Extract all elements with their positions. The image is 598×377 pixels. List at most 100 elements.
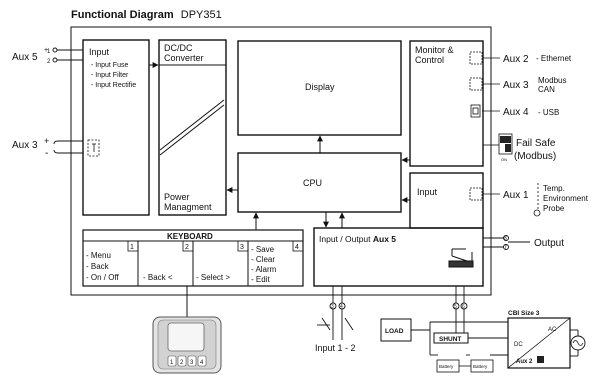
cbi-title: CBI Size 3 [508,310,540,317]
shunt-label: SHUNT [439,336,461,343]
io-aux5-block [313,227,484,287]
monitor-control-block [409,40,484,167]
input-filter-icon [87,139,100,157]
aux3-right-desc-1: Modbus [538,76,566,85]
input-right-block [409,172,484,229]
input-item-fuse: - Input Fuse [91,62,128,69]
key-3-line-1: - Select > [196,273,230,282]
panel-key-2: 2 [180,360,184,366]
io-aux5-label: Input / Output Aux 5 [319,234,396,244]
key-4-line-3: - Alarm [251,265,277,274]
battery-2-label: Battery [473,364,488,369]
input-item-filter: - Input Filter [91,72,129,79]
dcdc-label-1: DC/DC [164,43,193,53]
aux5-left-label: Aux 5 [12,52,38,63]
load-label: LOAD [385,328,404,335]
keyboard-title: KEYBOARD [167,232,213,241]
out-pin-6: 6 [462,304,465,310]
circuit-wires [429,318,508,356]
aux4-label: Aux 4 [503,107,529,118]
aux3-left-terminals [53,140,83,154]
key-1-number: 1 [130,244,134,251]
ethernet-port-icon [469,51,483,65]
relay-icon [448,248,474,268]
output-terminals [483,235,530,250]
temp-probe-port-icon [469,187,483,201]
output-5-6-terminals [452,286,468,318]
aux1-label: Aux 1 [503,190,529,201]
dcdc-diagonal-2 [159,104,225,156]
fail-safe-switch-icon: ON [498,133,513,162]
aux4-desc: - USB [538,108,559,117]
device-panel-picture [152,316,222,374]
aux3-left-pin-minus: - [45,148,48,159]
cbi-ac-label: AC [548,327,557,333]
key-1-line-2: - Back [86,262,110,271]
dcdc-converter-block [158,39,227,216]
aux1-desc-2: Environment [543,194,589,203]
key-4-line-1: - Save [251,245,275,254]
battery-1-label: Battery [439,364,454,369]
cbi-aux-label: Aux 2 [516,359,533,365]
modbus-port-icon [469,77,483,91]
aux5-left-terminals [52,47,83,63]
cbi-diagonal [507,317,571,369]
input-block-title: Input [89,47,110,57]
fail-safe-label-2: (Modbus) [514,151,556,162]
key-1-line-1: - Menu [86,251,111,260]
display-label: Display [305,82,335,92]
input-1-2-terminals [317,286,354,340]
display-block [237,40,402,136]
dcdc-diagonal-1 [159,99,225,151]
key-2-number: 2 [185,244,189,251]
monitor-label-1: Monitor & [415,45,454,55]
output-label: Output [534,238,564,249]
aux3-left-label: Aux 3 [12,140,38,151]
input-item-rectifier: - Input Rectifie [91,82,136,89]
input-1-2-label: Input 1 - 2 [315,343,356,353]
aux5-left-pin-2: 2 [47,59,51,65]
dcdc-label-2: Converter [164,53,204,63]
aux2-label: Aux 2 [503,54,529,65]
monitor-label-2: Control [415,55,444,65]
key-4-number: 4 [295,244,299,251]
aux2-desc: - Ethernet [536,54,572,63]
aux3-right-desc-2: CAN [538,85,555,94]
input-pin-3: 3 [331,304,334,310]
output-pin-8: 8 [504,236,507,242]
switch-on-label: ON [501,157,507,162]
input-block [82,39,150,216]
key-3-number: 3 [240,244,244,251]
aux5-left-plus: + [44,47,48,54]
diagram-title: Functional Diagram DPY351 [71,9,222,21]
output-pin-7: 7 [504,245,507,251]
probe-icon [533,209,541,217]
aux1-desc-3: Probe [543,204,565,213]
key-4-line-2: - Clear [251,255,275,264]
panel-key-1: 1 [170,360,174,366]
aux1-desc-1: Temp. [543,184,565,193]
aux5-left-pin-1: 1 [47,49,51,55]
panel-key-buttons [167,355,207,367]
ac-sine-icon [572,340,584,346]
fail-safe-label-1: Fail Safe [516,138,556,149]
key-2-line-1: - Back < [143,273,173,282]
panel-key-3: 3 [190,360,194,366]
power-mgmt-label-2: Managment [164,202,212,212]
aux3-left-pin-plus: + [44,136,49,146]
main-enclosure [70,26,492,296]
key-1-line-3: - On / Off [86,273,120,282]
cpu-label: CPU [303,178,322,188]
out-pin-5: 5 [454,304,457,310]
power-mgmt-label-1: Power [164,192,190,202]
keyboard-block [82,229,304,287]
aux3-right-label: Aux 3 [503,80,529,91]
usb-port-icon [470,104,481,118]
cbi-dc-label: DC [514,342,523,348]
input-right-label: Input [417,187,438,197]
panel-key-4: 4 [200,360,204,366]
cbi-aux-port-icon [537,356,544,363]
input-pin-4: 4 [340,304,343,310]
key-4-line-4: - Edit [251,275,270,284]
